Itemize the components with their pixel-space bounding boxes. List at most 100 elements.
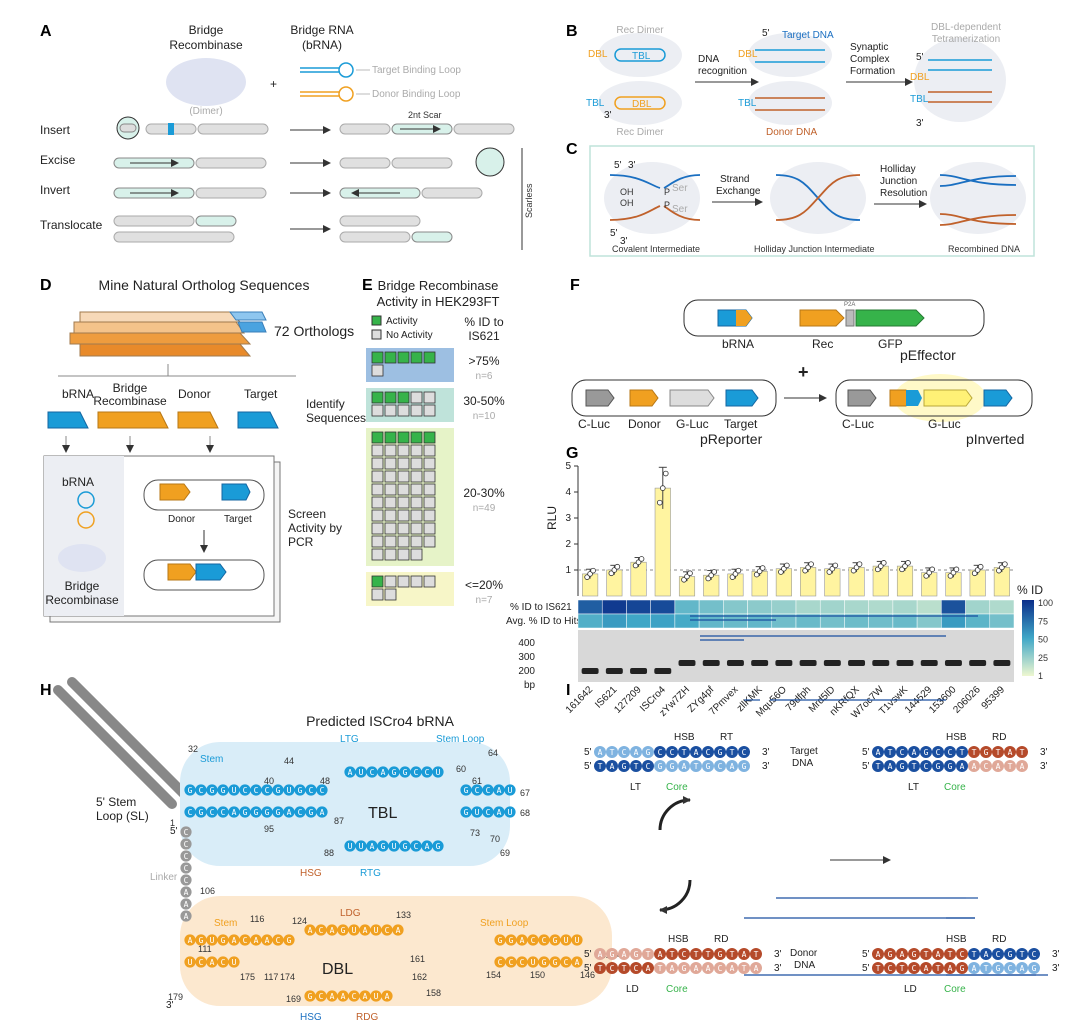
i-rd-2: RD (714, 934, 728, 945)
nucleotide-letter: G (498, 936, 503, 945)
nucleotide-letter: C (243, 936, 248, 945)
strand-5prime: 5' (862, 949, 870, 960)
nucleotide-letter: A (330, 926, 335, 935)
nucleotide-letter: C (221, 808, 226, 817)
peffector-label: pEffector (900, 347, 956, 363)
dna-base-letter: A (730, 964, 735, 973)
heat-cell-is621 (819, 599, 845, 615)
dna-base-letter: C (706, 748, 711, 757)
nucleotide (305, 806, 317, 818)
gel-band (944, 660, 962, 666)
position-number: 133 (396, 910, 411, 920)
nucleotide (304, 924, 316, 936)
activity-square-inactive (371, 496, 384, 509)
dna-base-letter: C (1032, 950, 1037, 959)
dna-base-letter: T (960, 748, 965, 757)
nucleotide-letter: C (309, 786, 314, 795)
nucleotide (180, 862, 192, 874)
panel-label-h: H (40, 682, 52, 699)
dna-base (920, 948, 932, 960)
pctid-legend-title: % ID (1017, 583, 1043, 597)
nucleotide (206, 806, 218, 818)
h-title: Predicted ISCro4 bRNA (306, 713, 455, 729)
i-lt-2: LT (908, 782, 919, 793)
d-brna-stack (47, 411, 89, 429)
dna-base-letter: T (936, 964, 941, 973)
dna-base-letter: T (1020, 748, 1025, 757)
nucleotide (305, 784, 317, 796)
peffector-brna-orange (736, 310, 752, 326)
dna-base (872, 746, 884, 758)
y-tick-label: 5 (565, 461, 571, 472)
preporter-gluc (669, 389, 715, 407)
pinverted-target (983, 389, 1013, 407)
activity-square-inactive (397, 496, 410, 509)
dna-base (872, 948, 884, 960)
heat-cell-is621 (698, 599, 724, 615)
nucleotide (195, 934, 207, 946)
dna-base-letter: A (924, 964, 929, 973)
scar-label: 2nt Scar (408, 110, 442, 120)
dna-base (618, 948, 630, 960)
nucleotide (344, 766, 356, 778)
heat-cell-hits (989, 613, 1015, 629)
screen-l1: Screen (288, 507, 326, 521)
nucleotide-letter: G (436, 842, 441, 851)
dbl-label-1: DBL (588, 49, 608, 60)
nucleotide (538, 956, 550, 968)
ser-label-2: Ser (672, 204, 688, 215)
excise-result-left (339, 157, 391, 169)
nucleotide-letter: A (363, 992, 368, 1001)
nucleotide-letter: C (184, 876, 189, 885)
rlu-axis-label: RLU (545, 506, 559, 530)
position-number: 158 (426, 988, 441, 998)
dna-base (630, 746, 642, 758)
heat-cell-is621 (723, 599, 748, 615)
nucleotide (228, 806, 240, 818)
activity-square-inactive (371, 404, 384, 417)
panel-h: H Predicted ISCro4 bRNA 5' Stem Loop (SL… (40, 677, 627, 1023)
dna-base (666, 760, 678, 772)
trans-chrom1 (113, 215, 195, 227)
heat-cell-is621 (601, 599, 627, 615)
replicate-point (832, 562, 839, 569)
nucleotide-letter: G (542, 958, 547, 967)
excise-result-right (391, 157, 453, 169)
p2a-label: P2A (844, 302, 855, 308)
strain-label: 95399 (980, 684, 1008, 712)
hjr-l1: Holliday (880, 164, 916, 175)
replicate-point (977, 563, 984, 570)
dna-base (666, 962, 678, 974)
nucleotide-letter: G (553, 958, 558, 967)
position-number: 67 (520, 788, 530, 798)
activity-square-inactive (423, 444, 436, 457)
h-hsg2-label: HSG (300, 1012, 322, 1023)
gel-band (872, 660, 890, 666)
nucleotide-letter: G (298, 786, 303, 795)
brna-dbl-icon (300, 91, 340, 97)
dna-base-letter: A (742, 950, 747, 959)
nucleotide (184, 956, 196, 968)
nucleotide-letter: G (403, 842, 408, 851)
nucleotide-letter: G (341, 926, 346, 935)
nucleotide-letter: G (392, 768, 397, 777)
nucleotide (571, 934, 583, 946)
strand-3prime: 3' (1052, 963, 1060, 974)
dna-base (594, 948, 606, 960)
dna-base (666, 746, 678, 758)
brna-title-l2: (bRNA) (302, 38, 342, 52)
strand-5prime: 5' (584, 963, 592, 974)
dna-base (968, 962, 980, 974)
activity-square-inactive (423, 391, 436, 404)
activity-square-inactive (397, 548, 410, 561)
nucleotide-letter: A (520, 936, 525, 945)
nucleotide (250, 934, 262, 946)
dna-base (714, 760, 726, 772)
dna-base (980, 746, 992, 758)
trans-result2b (411, 231, 453, 243)
nucleotide-letter: G (265, 808, 270, 817)
replicate-point (784, 562, 790, 569)
dna-base (630, 962, 642, 974)
nucleotide (217, 956, 229, 968)
h-linker-label: Linker (150, 872, 178, 883)
